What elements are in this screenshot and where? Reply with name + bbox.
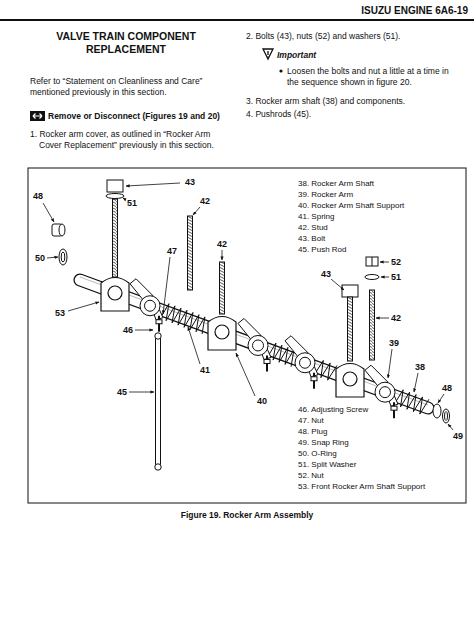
part-legend: 51. Split Washer — [298, 461, 356, 469]
callout-number: 53 — [54, 309, 66, 318]
callout-number: 41 — [199, 366, 211, 375]
rocker-arm-shaft — [80, 277, 428, 408]
callout-number: 51 — [126, 199, 138, 208]
warning-icon — [263, 49, 273, 59]
bullet-dot — [279, 69, 282, 72]
step-text: 4. Pushrods (45). — [246, 109, 471, 120]
part-legend: 43. Bolt — [298, 235, 325, 243]
step-text: 3. Rocker arm shaft (38) and components. — [246, 96, 471, 107]
page-header: ISUZU ENGINE 6A6-19 — [300, 5, 468, 18]
note-text: Loosen the bolts and nut a little at a t… — [287, 66, 462, 87]
callout-number: 39 — [388, 339, 400, 348]
callout-number: 38 — [414, 363, 426, 372]
callout-number: 43 — [184, 178, 196, 187]
callout-number: 40 — [256, 397, 268, 406]
figure-caption: Figure 19. Rocker Arm Assembly — [28, 510, 466, 521]
part-legend: 40. Rocker Arm Shaft Support — [298, 202, 404, 210]
callout-number: 51 — [390, 273, 402, 282]
push-rod — [155, 333, 161, 470]
part-legend: 38. Rocker Arm Shaft — [298, 180, 374, 188]
shaft-support — [101, 278, 364, 398]
stud — [188, 216, 193, 290]
callout-number: 47 — [166, 247, 178, 256]
callout-number: 45 — [116, 388, 128, 397]
part-legend: 46. Adjusting Screw — [298, 406, 368, 414]
plug-snap-ring — [433, 404, 450, 423]
rocker-arm — [365, 365, 398, 418]
part-legend: 45. Push Rod — [298, 246, 346, 254]
rocker-arm — [130, 279, 163, 332]
callout-number: 48 — [441, 384, 453, 393]
figure-frame — [28, 168, 466, 503]
part-legend: 41. Spring — [298, 213, 334, 221]
callout-number: 46 — [122, 326, 134, 335]
stud — [220, 262, 225, 314]
bolt — [106, 180, 124, 277]
step-heading: Remove or Disconnect (Figures 19 and 20) — [48, 111, 230, 122]
callout-number: 43 — [320, 270, 332, 279]
bolt — [342, 285, 358, 361]
stud-nut-washer — [365, 257, 379, 360]
rocker-arm — [238, 318, 271, 371]
part-legend: 39. Rocker Arm — [298, 191, 353, 199]
header-rule — [0, 19, 474, 21]
step-text: 2. Bolts (43), nuts (52) and washers (51… — [246, 31, 471, 42]
callout-number: 42 — [199, 197, 211, 206]
callout-number: 50 — [34, 254, 46, 263]
callout-number: 49 — [452, 432, 464, 441]
spring — [394, 390, 429, 414]
spring — [160, 304, 205, 334]
part-legend: 48. Plug — [298, 428, 327, 436]
remove-icon — [30, 111, 45, 121]
step-text: 1. Rocker arm cover, as outlined in “Roc… — [30, 129, 233, 150]
part-legend: 52. Nut — [298, 472, 324, 480]
rocker-arm — [285, 336, 318, 389]
part-legend: 42. Stud — [298, 224, 328, 232]
plug-oring — [52, 224, 67, 265]
part-legend: 50. O-Ring — [298, 450, 337, 458]
callout-number: 52 — [390, 258, 402, 267]
important-note: Important — [277, 50, 357, 61]
callout-number: 42 — [390, 314, 402, 323]
callout-number: 42 — [216, 240, 228, 249]
part-legend: 49. Snap Ring — [298, 439, 349, 447]
section-title: VALVE TRAIN COMPONENT REPLACEMENT — [40, 30, 212, 55]
part-legend: 47. Nut — [298, 417, 324, 425]
callout-number: 48 — [32, 192, 44, 201]
body-text: Refer to “Statement on Cleanliness and C… — [30, 76, 226, 97]
part-legend: 53. Front Rocker Arm Shaft Support — [298, 483, 425, 491]
leader-lines — [43, 183, 453, 430]
